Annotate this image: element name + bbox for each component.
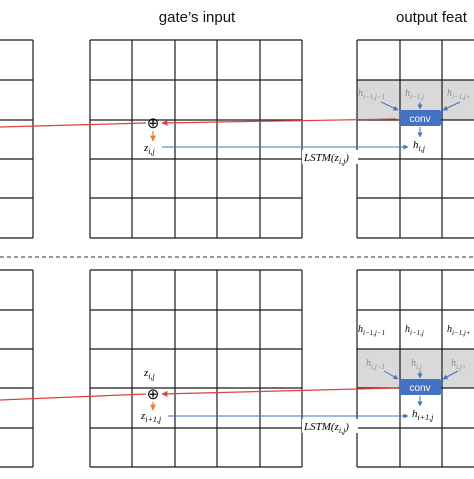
bottom-z-above-label: zi,j: [143, 367, 156, 381]
top-left-grid: [0, 39, 34, 239]
bottom-conv-in-arrow-right: [442, 370, 459, 380]
top-h-output: hi,j: [413, 139, 426, 153]
bottom-conv-label: conv: [409, 383, 430, 394]
bottom-h-shaded-2: hi,j: [411, 358, 422, 371]
top-h-shaded-2: hi−1,j: [405, 88, 424, 101]
bottom-oplus-symbol: ⊕: [147, 386, 160, 403]
bottom-h-row-1: hi−1,j−1: [358, 324, 385, 337]
bottom-red-input-line: [0, 393, 147, 401]
bottom-h-shaded-3: hi,j+: [451, 358, 467, 371]
bottom-z-below-label: zi+1,j: [140, 410, 162, 424]
top-oplus-symbol: ⊕: [147, 115, 160, 132]
bottom-h-row-2: hi−1,j: [405, 324, 424, 337]
output-feat-header: output feat: [396, 9, 468, 26]
bottom-conv-box: [399, 379, 441, 395]
top-h-shaded-1: hi−1,j−1: [358, 88, 385, 101]
top-conv-in-arrow-left: [380, 101, 399, 111]
bottom-h-output: hi+1,j: [412, 408, 434, 422]
gates-input-header: gate’s input: [159, 9, 236, 26]
bottom-h-row-3: hi−1,j+: [447, 324, 471, 337]
bottom-gate-input-grid: [89, 269, 303, 468]
bottom-left-grid: [0, 269, 34, 468]
top-conv-label: conv: [409, 114, 430, 125]
top-red-input-line: [0, 122, 147, 128]
bottom-conv-in-arrow-left: [383, 370, 399, 380]
bottom-lstm-label-bg: [302, 419, 358, 433]
bottom-red-feedback-arrow: [161, 387, 399, 397]
top-red-feedback-arrow: [161, 118, 397, 126]
top-h-shaded-3: hi−1,j+: [447, 88, 471, 101]
top-conv-box: [399, 110, 441, 126]
top-z-label: zi,j: [143, 142, 156, 156]
bottom-lstm-label: LSTM(zi,j): [303, 421, 349, 435]
top-lstm-label: LSTM(zi,j): [303, 152, 349, 166]
top-gate-input-grid: [89, 39, 303, 239]
top-lstm-label-bg: [302, 150, 358, 164]
bottom-h-shaded-1: hi,j−1: [366, 358, 385, 371]
top-conv-in-arrow-right: [442, 101, 461, 111]
